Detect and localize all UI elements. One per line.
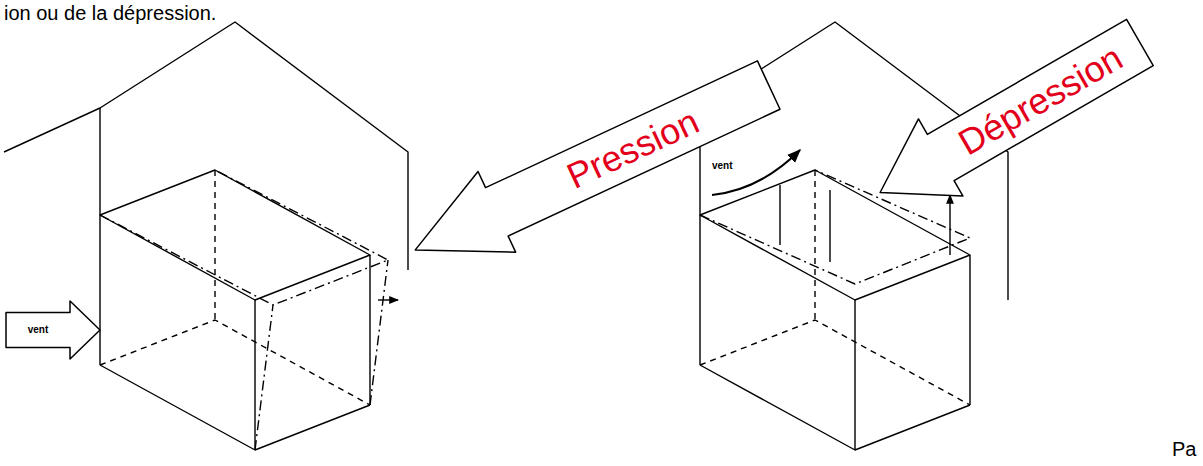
house-outline [4,22,408,270]
suction-arrow: Dépression [858,4,1162,231]
house-corner [99,108,100,215]
wind-label: vent [712,160,733,172]
page-fragment: Pa [1172,438,1196,461]
uplift-arrows [780,185,950,262]
arrow-shape [858,4,1162,231]
veranda-walls [700,215,970,450]
veranda-walls [100,215,370,450]
arrow-shape [6,301,100,359]
displacement-arrow [378,299,398,300]
arrow-outline [6,301,100,359]
deformed-shape [100,170,388,450]
wind-arrow: vent [6,301,100,359]
hidden-edges [700,170,970,405]
arrow-text: Dépression [951,37,1129,164]
veranda-roof [100,170,370,300]
wind-flow-arrow [712,150,800,195]
arrow-text: vent [28,324,49,336]
arrow-shape [396,45,787,290]
heading-fragment: ion ou de la dépression. [4,2,216,25]
hidden-edges [100,170,370,405]
